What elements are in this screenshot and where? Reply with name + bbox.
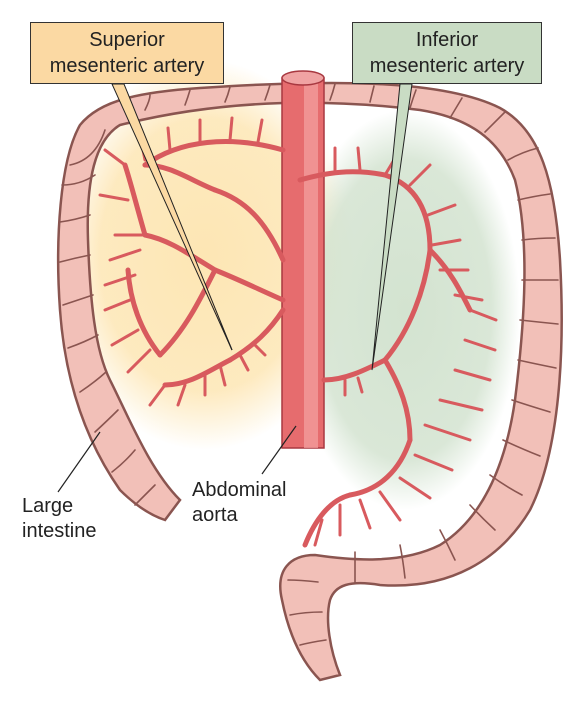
large-intestine-line-1: Large (22, 495, 74, 517)
abdominal-aorta-label: Abdominal aorta (192, 478, 287, 528)
aorta-line-1: Abdominal (192, 479, 287, 501)
large-intestine (56, 81, 563, 682)
superior-mesenteric-artery-label: Superior mesenteric artery (30, 22, 224, 84)
superior-label-line-1: Superior (89, 29, 165, 51)
haustra (59, 83, 559, 646)
superior-leader-wedge (111, 83, 233, 351)
inferior-vasa-recta (313, 146, 498, 547)
large-intestine-label: Large intestine (22, 494, 97, 544)
large-intestine-line-2: intestine (22, 520, 97, 542)
aorta-leader (261, 425, 297, 475)
inferior-mesenteric-artery-label: Inferior mesenteric artery (352, 22, 542, 84)
inferior-label-line-2: mesenteric artery (369, 55, 525, 77)
leader-lines (57, 83, 413, 493)
superior-label-line-2: mesenteric artery (49, 55, 205, 77)
large-intestine-leader (57, 431, 101, 493)
superior-supply-zone (55, 60, 355, 450)
inferior-leader-wedge (371, 83, 413, 371)
colon-body (56, 81, 563, 682)
inferior-supply-zone (290, 110, 520, 510)
aorta-line-2: aorta (192, 504, 238, 526)
inferior-label-line-1: Inferior (415, 29, 479, 51)
abdominal-aorta (281, 70, 325, 449)
superior-mesenteric-arteries (122, 139, 286, 388)
inferior-mesenteric-arteries (297, 169, 473, 548)
